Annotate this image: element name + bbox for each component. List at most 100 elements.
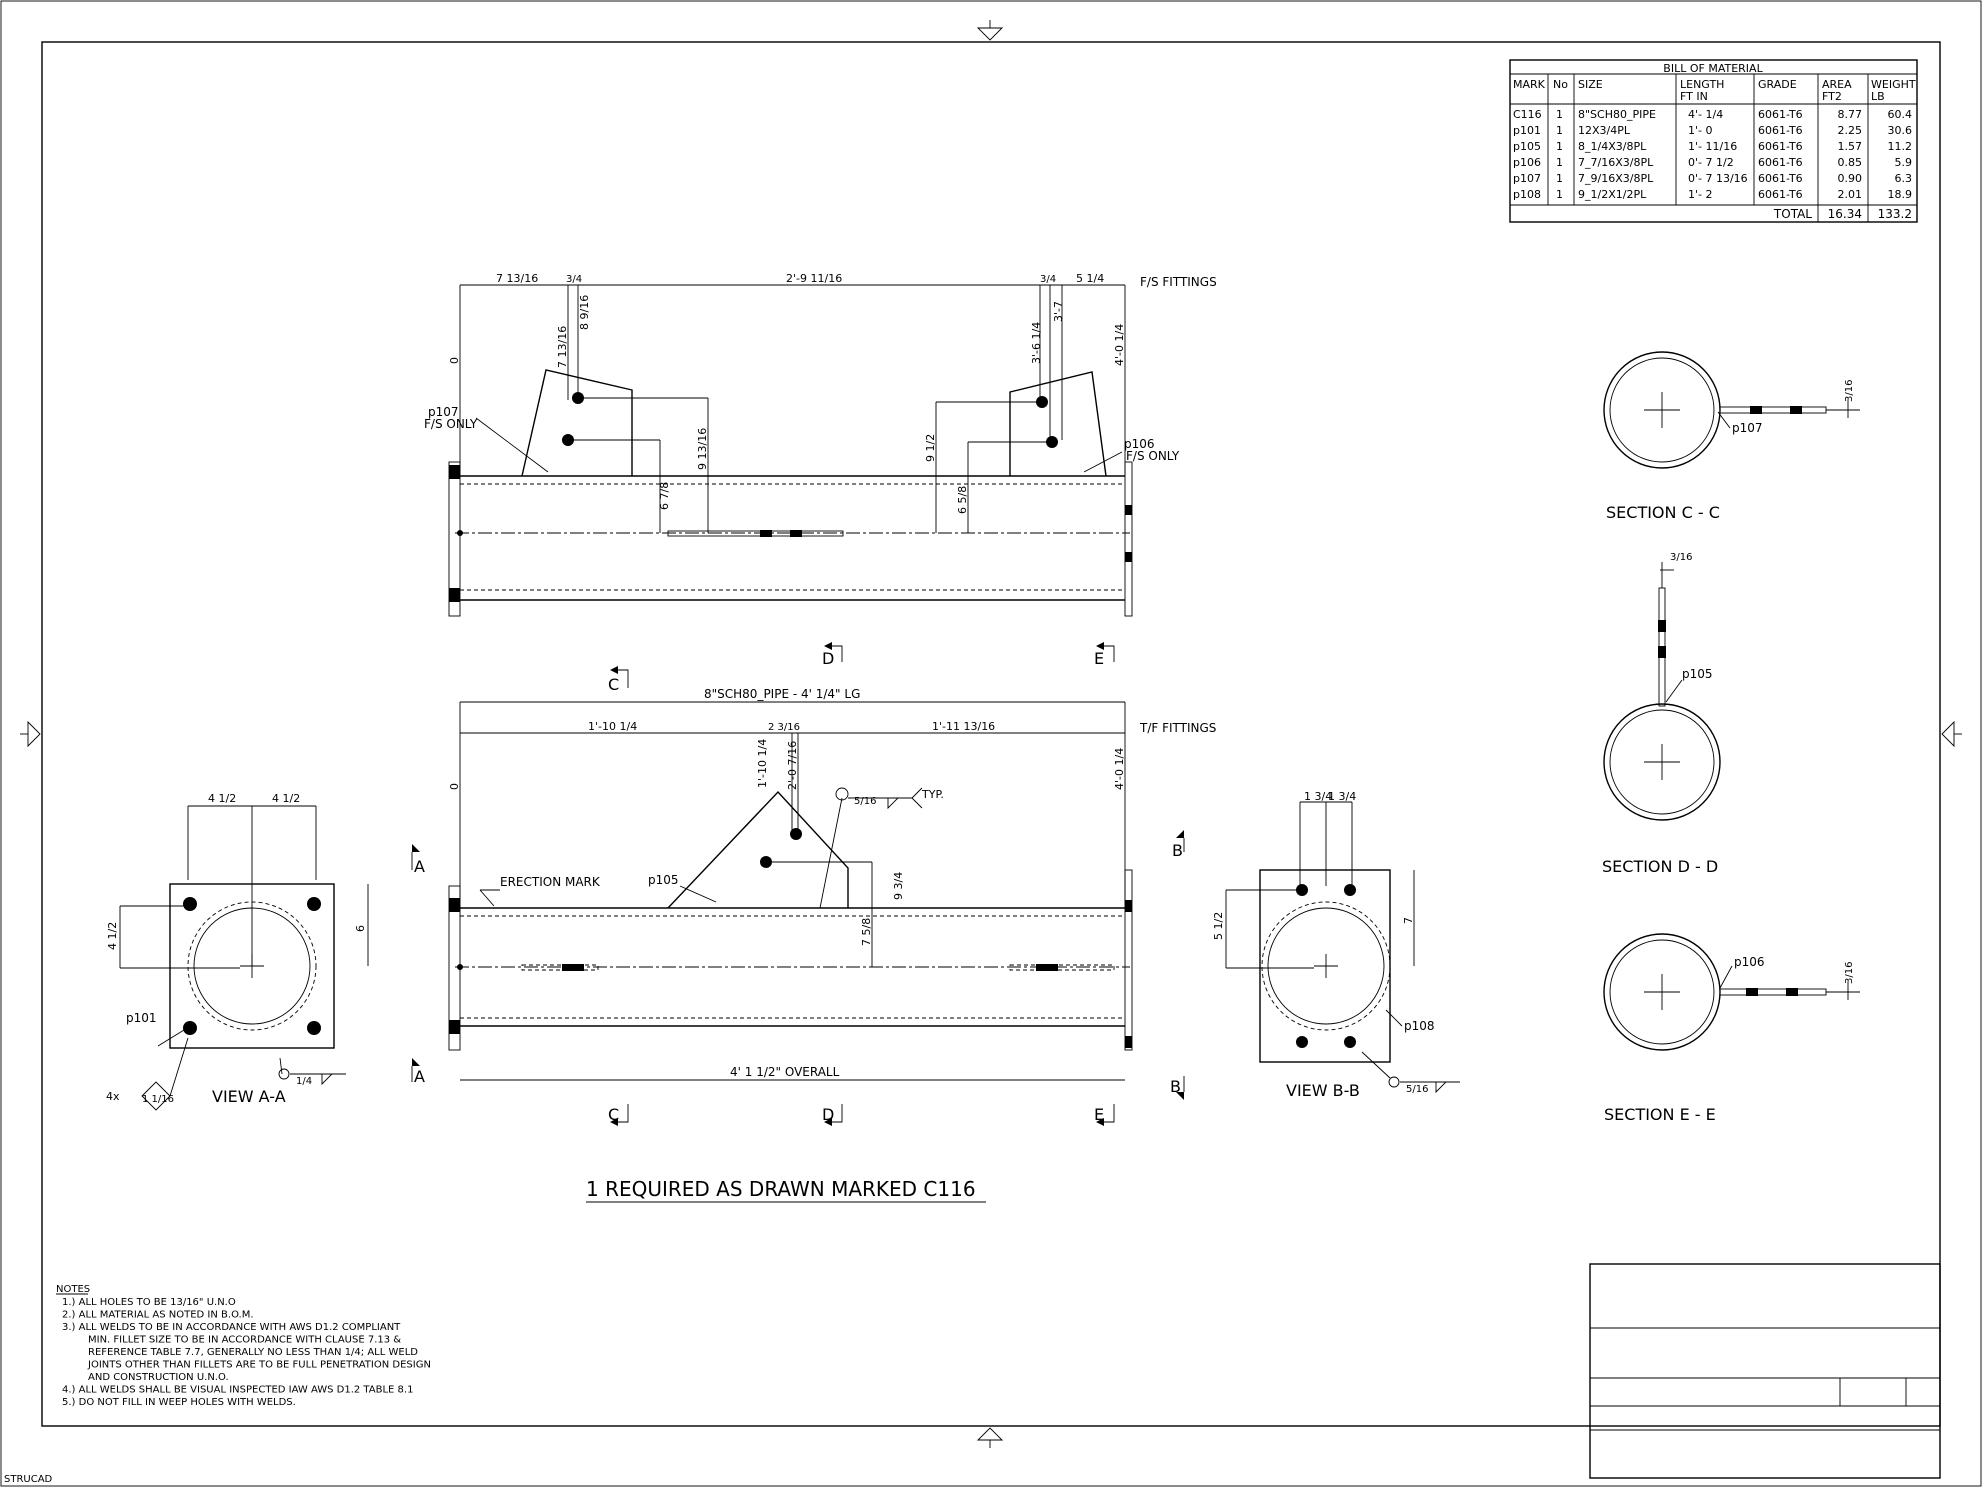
view-bb-dim-right: 1 3/4 (1328, 790, 1356, 803)
dim-d2: 8 9/16 (578, 295, 591, 330)
section-marker-e-top: E (1094, 642, 1115, 668)
bom-cell-no: 1 (1556, 172, 1563, 185)
bom-cell-no: 1 (1556, 188, 1563, 201)
dim-front-zero: 0 (448, 783, 461, 790)
view-aa-dim-h: 6 (354, 925, 367, 932)
view-bb-dim-h: 7 (1402, 917, 1415, 924)
svg-text:B: B (1170, 1077, 1181, 1096)
bom-header-size: SIZE (1578, 78, 1603, 91)
view-bb-title: VIEW B-B (1286, 1081, 1360, 1100)
front-view-label: T/F FITTINGS (1139, 721, 1216, 735)
view-aa-p101: p101 (126, 1011, 157, 1025)
bom-cell-weight: 30.6 (1888, 124, 1913, 137)
bom-cell-no: 1 (1556, 156, 1563, 169)
dim-v1: 9 13/16 (696, 428, 709, 470)
dim-d1: 7 13/16 (556, 326, 569, 368)
erection-mark: ERECTION MARK (500, 875, 601, 889)
top-view-label: F/S FITTINGS (1140, 275, 1217, 289)
bom-cell-size: 7_7/16X3/8PL (1578, 156, 1654, 169)
bom-cell-area: 2.01 (1838, 188, 1863, 201)
bom-cell-size: 8"SCH80_PIPE (1578, 108, 1656, 121)
bom-cell-mark: p106 (1513, 156, 1541, 169)
dim-right-small: 3/4 (1040, 274, 1056, 285)
bom-cell-grade: 6061-T6 (1758, 108, 1803, 121)
bom-cell-weight: 6.3 (1895, 172, 1913, 185)
svg-text:A: A (414, 1067, 425, 1086)
note-line: AND CONSTRUCTION U.N.O. (88, 1372, 229, 1383)
dim-front-right: 1'-11 13/16 (932, 720, 995, 733)
section-marker-c-top: C (608, 666, 629, 694)
view-aa-title: VIEW A-A (212, 1087, 286, 1106)
note-line: 2.) ALL MATERIAL AS NOTED IN B.O.M. (62, 1310, 254, 1321)
bom-cell-length: 0'- 7 1/2 (1688, 156, 1734, 169)
p106-callout: p106 (1124, 437, 1155, 451)
bom-cell-length: 0'- 7 13/16 (1688, 172, 1748, 185)
bom-cell-no: 1 (1556, 108, 1563, 121)
bom-header-mark: MARK (1513, 78, 1546, 91)
svg-text:D: D (822, 1105, 834, 1124)
view-aa-dim-right: 4 1/2 (272, 792, 300, 805)
note-line: 5.) DO NOT FILL IN WEEP HOLES WITH WELDS… (62, 1397, 296, 1408)
dim-front-left: 1'-10 1/4 (588, 720, 637, 733)
svg-text:E: E (1094, 649, 1104, 668)
bom-header-weight-units: LB (1871, 90, 1885, 103)
dim-right-end: 5 1/4 (1076, 272, 1104, 285)
bom-cell-area: 0.90 (1838, 172, 1863, 185)
section-ee-weld: 3/16 (1844, 962, 1855, 984)
svg-text:E: E (1094, 1105, 1104, 1124)
view-bb-p108: p108 (1404, 1019, 1435, 1033)
bom-cell-mark: p101 (1513, 124, 1541, 137)
bom-cell-no: 1 (1556, 140, 1563, 153)
dim-left-small: 3/4 (566, 274, 582, 285)
dim-v3: 9 1/2 (924, 434, 937, 462)
bom-cell-mark: p107 (1513, 172, 1541, 185)
section-marker-e-bottom: E (1094, 1104, 1115, 1126)
section-marker-c-bottom: C (608, 1104, 629, 1126)
bom-cell-mark: p105 (1513, 140, 1541, 153)
bom-header-no: No (1553, 78, 1568, 91)
dim-front-mid: 2 3/16 (768, 722, 800, 733)
section-ee-title: SECTION E - E (1604, 1105, 1716, 1124)
section-marker-b-top: B (1172, 830, 1185, 860)
p107-note: F/S ONLY (424, 417, 478, 431)
top-view: 7 13/16 3/4 2'-9 11/16 3/4 5 1/4 F/S FIT… (424, 272, 1217, 617)
bom-cell-weight: 5.9 (1895, 156, 1913, 169)
dim-left-end: 7 13/16 (496, 272, 538, 285)
bom-cell-grade: 6061-T6 (1758, 140, 1803, 153)
bom-cell-no: 1 (1556, 124, 1563, 137)
view-aa-dim-side: 4 1/2 (106, 922, 119, 950)
section-marker-b-bottom: B (1170, 1076, 1185, 1100)
note-line: REFERENCE TABLE 7.7, GENERALLY NO LESS T… (88, 1347, 418, 1358)
dim-v2: 6 7/8 (658, 482, 671, 510)
svg-text:D: D (822, 649, 834, 668)
bom-cell-length: 1'- 2 (1688, 188, 1713, 201)
bom-cell-weight: 60.4 (1888, 108, 1913, 121)
section-dd-title: SECTION D - D (1602, 857, 1718, 876)
front-weld-size: 5/16 (854, 796, 876, 807)
section-ee: 3/16 p106 SECTION E - E (1603, 933, 1860, 1124)
bom-cell-size: 9_1/2X1/2PL (1578, 188, 1647, 201)
bom-total-label: TOTAL (1773, 207, 1812, 221)
bom-cell-grade: 6061-T6 (1758, 156, 1803, 169)
view-bb-dim-side: 5 1/2 (1212, 912, 1225, 940)
bom-total-weight: 133.2 (1878, 207, 1912, 221)
view-bb: 1 3/4 1 3/4 5 1/2 7 p108 5/16 VIEW B-B (1212, 790, 1460, 1100)
software-tag: STRUCAD (4, 1474, 53, 1485)
dim-d4: 3'-7 (1052, 301, 1065, 322)
view-aa-hole-size: 1 1/16 (142, 1094, 174, 1105)
bom-cell-weight: 18.9 (1888, 188, 1913, 201)
dim-front-h2: 2'-0 7/16 (786, 741, 799, 790)
front-view: 8"SCH80_PIPE - 4' 1/4" LG 1'-10 1/4 2 3/… (448, 687, 1216, 1081)
note-line: 3.) ALL WELDS TO BE IN ACCORDANCE WITH A… (62, 1322, 401, 1333)
dim-front-v1: 9 3/4 (892, 872, 905, 900)
bom-header-weight: WEIGHT (1871, 78, 1916, 91)
dim-span: 2'-9 11/16 (786, 272, 842, 285)
view-aa: 4 1/2 4 1/2 4 1/2 6 p101 4x 1 1/16 1/4 V… (106, 792, 369, 1111)
svg-text:B: B (1172, 841, 1183, 860)
dim-v4: 6 5/8 (956, 486, 969, 514)
bom-header-length-units: FT IN (1680, 90, 1708, 103)
p105-callout: p105 (648, 873, 679, 887)
view-aa-holes: 4x (106, 1090, 120, 1103)
